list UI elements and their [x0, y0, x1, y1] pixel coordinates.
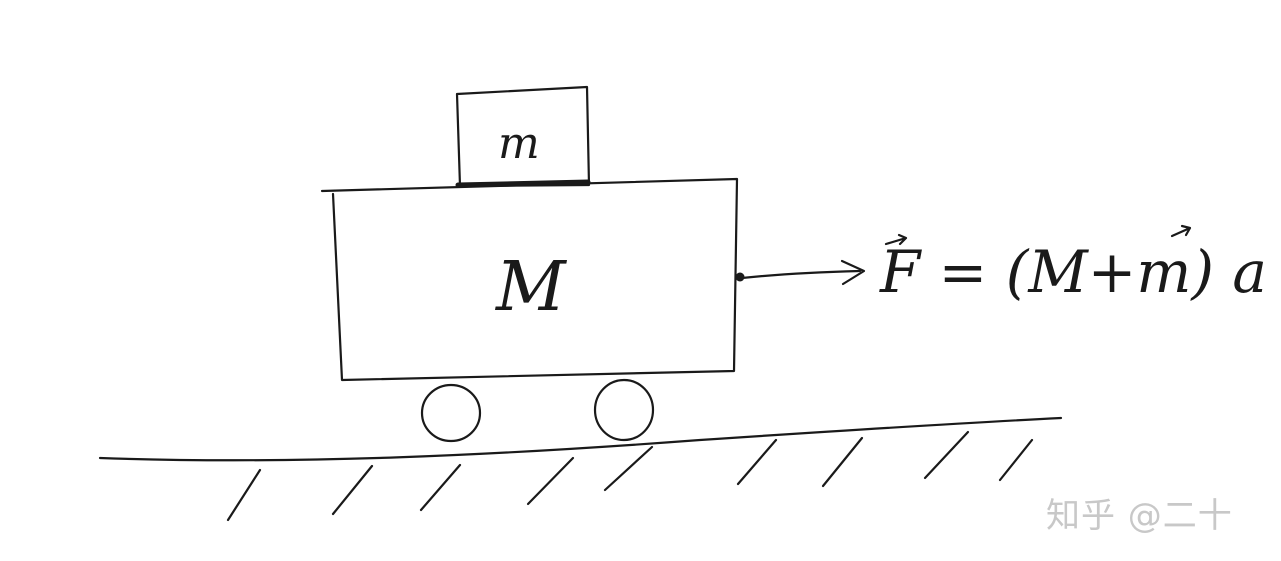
hatch-mark [736, 438, 778, 486]
hatch-mark [998, 438, 1034, 482]
force-vector-arrow-icon [884, 233, 908, 246]
hatch-mark [226, 468, 262, 522]
hatch-mark [603, 445, 654, 492]
force-application-point [735, 272, 745, 282]
small-block-label: m [498, 118, 540, 169]
watermark: 知乎 @二十 [1046, 496, 1233, 536]
force-arrow-shaft [740, 269, 862, 280]
block-contact-line [455, 179, 591, 188]
hatch-mark [419, 463, 462, 512]
small-block-outline [455, 85, 591, 188]
force-arrow-head [840, 259, 866, 286]
hatch-mark [526, 456, 575, 506]
hatch-mark [331, 464, 374, 516]
right-wheel [593, 378, 655, 442]
ground-hatching [226, 430, 1034, 522]
ground-line [98, 416, 1063, 462]
hatch-mark [821, 436, 864, 488]
acceleration-vector-arrow-icon [1170, 224, 1192, 238]
large-block-label: M [494, 248, 568, 327]
force-equation: F = (M+m) a [879, 238, 1267, 306]
hatch-mark [923, 430, 970, 480]
large-block-outline [320, 177, 739, 382]
left-wheel [420, 383, 482, 443]
